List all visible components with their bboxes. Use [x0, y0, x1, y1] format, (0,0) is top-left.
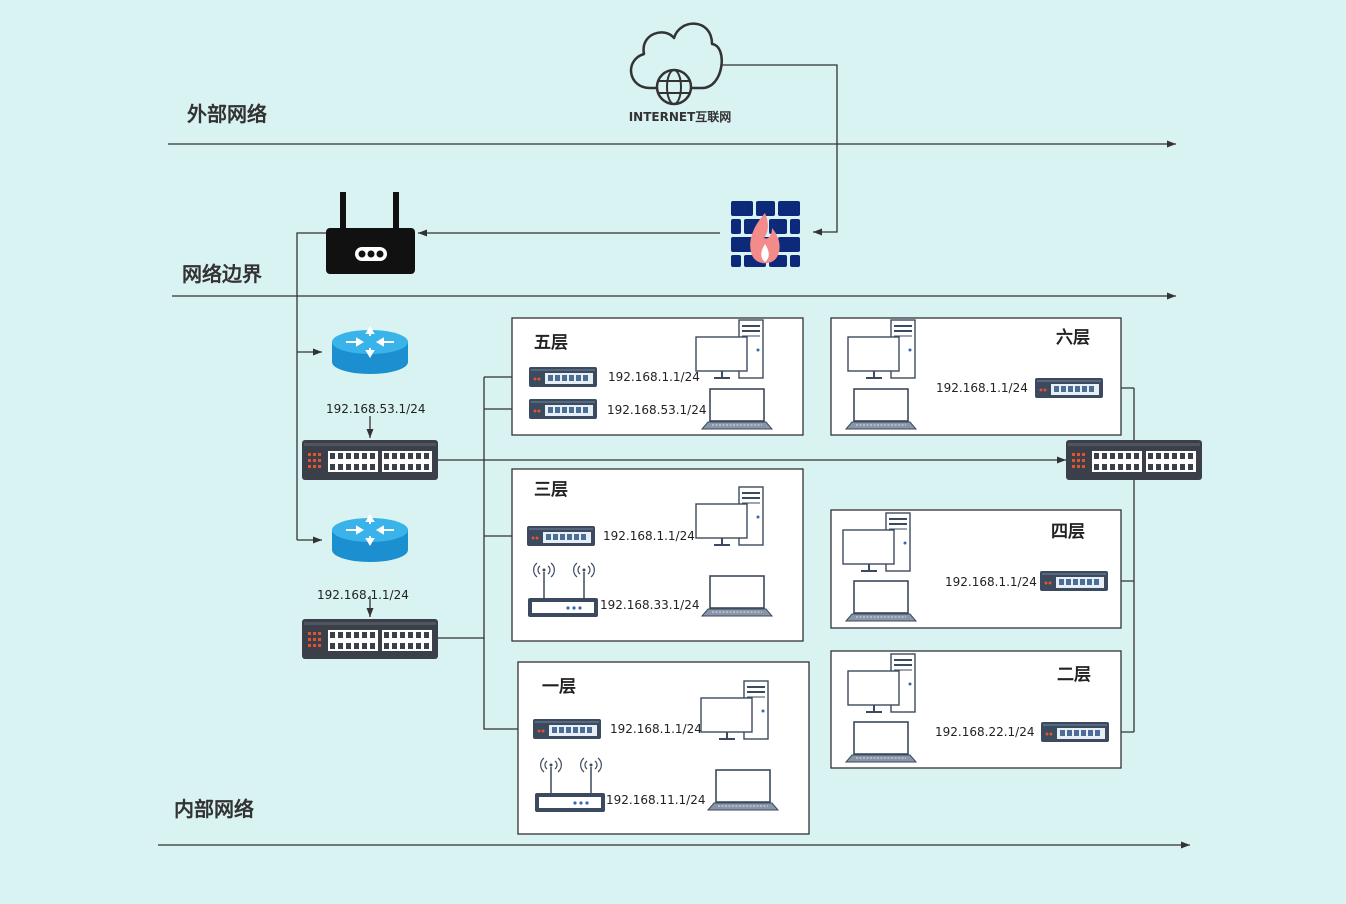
- f2-ip-1: 192.168.22.1/24: [935, 725, 1034, 739]
- zone-boundary-label: 网络边界: [182, 262, 262, 286]
- f5-laptop-icon: [701, 388, 773, 430]
- floor-1-box: 一层 192.168.1.1/24 192.168.11.1/24: [517, 661, 810, 835]
- firewall-icon: [731, 201, 800, 267]
- core-switch-1-icon: [302, 440, 438, 480]
- core-switch-2-icon: [302, 619, 438, 659]
- f3-ip-2: 192.168.33.1/24: [600, 598, 699, 612]
- gateway-trunk-line: [296, 232, 326, 540]
- f6-switch-icon: [1035, 378, 1103, 398]
- trunk-to-f1-switch: [483, 638, 531, 733]
- aggregation-switch-icon: [1066, 440, 1202, 480]
- left-floor-trunk: [438, 377, 485, 639]
- f6-ip-1: 192.168.1.1/24: [936, 381, 1028, 395]
- f1-ip-2: 192.168.11.1/24: [606, 793, 705, 807]
- f2-switch-icon: [1041, 722, 1109, 742]
- floor-4-box: 四层 192.168.1.1/24: [830, 509, 1122, 629]
- f1-switch-icon: [533, 719, 601, 739]
- zone-external-label: 外部网络: [187, 102, 267, 126]
- core-router-1-ip: 192.168.53.1/24: [326, 402, 425, 416]
- floor-6-title: 六层: [1056, 327, 1090, 348]
- gateway-router-icon: [326, 192, 415, 274]
- f3-ip-1: 192.168.1.1/24: [603, 529, 695, 543]
- f1-ip-1: 192.168.1.1/24: [610, 722, 702, 736]
- f5-ip-1: 192.168.1.1/24: [608, 370, 700, 384]
- core-router-1-icon: [331, 327, 409, 375]
- floor-2-title: 二层: [1057, 665, 1091, 685]
- f4-laptop-icon: [845, 580, 917, 622]
- f6-laptop-icon: [845, 388, 917, 430]
- floor-4-title: 四层: [1051, 522, 1085, 542]
- floor-3-title: 三层: [534, 480, 568, 500]
- f3-switch-icon: [527, 526, 595, 546]
- floor-1-title: 一层: [542, 677, 576, 697]
- floor-3-box: 三层 192.168.1.1/24 192.168.33.1/24: [511, 468, 804, 642]
- f1-laptop-icon: [707, 769, 779, 811]
- floor-6-box: 六层 192.168.1.1/24: [830, 317, 1122, 436]
- zone-internal-label: 内部网络: [174, 797, 254, 821]
- f5-ip-2: 192.168.53.1/24: [607, 403, 706, 417]
- floor-2-box: 二层 192.168.22.1/24: [830, 650, 1122, 769]
- floor-5-title: 五层: [534, 333, 568, 353]
- core-router-2-icon: [331, 515, 409, 563]
- f4-switch-icon: [1040, 571, 1108, 591]
- internet-label: INTERNET互联网: [629, 110, 732, 124]
- core-router-2-ip: 192.168.1.1/24: [317, 588, 409, 602]
- cloud-globe-icon: [629, 22, 723, 106]
- f5-switch-2-icon: [529, 399, 597, 419]
- floor-5-box: 五层 192.168.1.1/24 192.168.53.1/24: [511, 317, 804, 436]
- f2-laptop-icon: [845, 721, 917, 763]
- internet-to-firewall-link: [722, 64, 838, 236]
- f4-ip-1: 192.168.1.1/24: [945, 575, 1037, 589]
- f5-switch-1-icon: [529, 367, 597, 387]
- f3-laptop-icon: [701, 575, 773, 617]
